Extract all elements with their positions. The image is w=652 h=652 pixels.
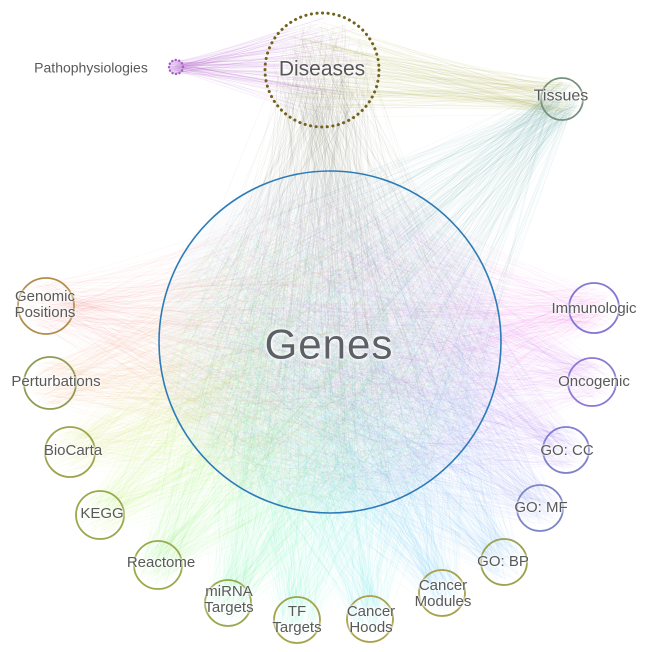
edge-group-perturbations-genes xyxy=(27,189,482,496)
node-label-cancer-hoods[interactable]: Cancer Hoods xyxy=(346,602,396,636)
node-label-tf-targets[interactable]: TF Targets xyxy=(272,602,322,636)
node-circle-go-mf[interactable] xyxy=(516,484,564,532)
node-label-pathophysiologies[interactable]: Pathophysiologies xyxy=(34,59,148,76)
node-circle-tissues[interactable] xyxy=(540,77,584,121)
edge-group-go-mf-genes xyxy=(174,184,560,527)
edge-group-diseases-genes xyxy=(171,20,489,493)
node-label-diseases[interactable]: Diseases xyxy=(278,57,366,81)
node-circle-tf-targets[interactable] xyxy=(273,596,321,644)
edge-group-diseases-tissues xyxy=(274,20,582,119)
node-circle-diseases[interactable] xyxy=(263,11,381,129)
node-label-kegg[interactable]: KEGG xyxy=(80,504,124,522)
edge-group-go-bp-genes xyxy=(172,186,525,582)
node-circle-go-bp[interactable] xyxy=(480,538,528,586)
node-circle-reactome[interactable] xyxy=(133,540,183,590)
edge-group-cancer-hoods-genes xyxy=(177,191,486,639)
edges-root xyxy=(21,17,614,641)
edge-group-kegg-genes xyxy=(79,186,486,536)
edge-group-mirna-targets-genes xyxy=(188,183,476,623)
node-circle-mirna-targets[interactable] xyxy=(204,579,252,627)
node-label-immunologic[interactable]: Immunologic xyxy=(551,299,637,317)
edge-group-immunologic-genes xyxy=(174,182,614,491)
node-label-tissues[interactable]: Tissues xyxy=(533,87,589,105)
node-label-biocarta[interactable]: BioCarta xyxy=(43,441,103,459)
edge-group-cancer-modules-genes xyxy=(176,197,490,613)
node-label-go-mf[interactable]: GO: MF xyxy=(514,498,568,516)
node-label-reactome[interactable]: Reactome xyxy=(126,553,196,571)
node-label-genomic-positions[interactable]: Genomic Positions xyxy=(14,287,76,321)
node-circle-cancer-modules[interactable] xyxy=(418,569,466,617)
node-circle-kegg[interactable] xyxy=(75,490,125,540)
node-label-oncogenic[interactable]: Oncogenic xyxy=(558,372,630,390)
node-circle-perturbations[interactable] xyxy=(23,356,77,410)
edge-group-oncogenic-genes xyxy=(171,189,613,501)
edge-group-pathophysiologies-diseases xyxy=(170,17,372,118)
node-circle-pathophysiologies[interactable] xyxy=(167,58,185,76)
node-label-mirna-targets[interactable]: miRNA Targets xyxy=(204,582,254,616)
node-circle-biocarta[interactable] xyxy=(44,426,96,478)
node-circle-genes[interactable] xyxy=(158,170,502,514)
node-circle-genomic-positions[interactable] xyxy=(17,277,75,335)
node-circle-go-cc[interactable] xyxy=(542,426,590,474)
node-label-cancer-modules[interactable]: Cancer Modules xyxy=(414,576,472,610)
edge-group-genomic-positions-genes xyxy=(21,192,486,497)
edge-group-reactome-genes xyxy=(136,190,480,586)
node-label-perturbations[interactable]: Perturbations xyxy=(11,372,101,390)
node-label-go-bp[interactable]: GO: BP xyxy=(477,552,529,570)
node-circle-oncogenic[interactable] xyxy=(567,357,617,407)
edge-group-biocarta-genes xyxy=(49,185,488,502)
node-label-go-cc[interactable]: GO: CC xyxy=(540,441,594,459)
edge-group-go-cc-genes xyxy=(171,185,586,491)
node-circle-immunologic[interactable] xyxy=(568,282,620,334)
edge-group-tf-targets-genes xyxy=(182,192,487,641)
node-circle-cancer-hoods[interactable] xyxy=(346,595,394,643)
node-label-genes[interactable]: Genes xyxy=(264,320,394,368)
node-circles xyxy=(17,11,620,644)
edge-group-tissues-genes xyxy=(182,80,581,499)
